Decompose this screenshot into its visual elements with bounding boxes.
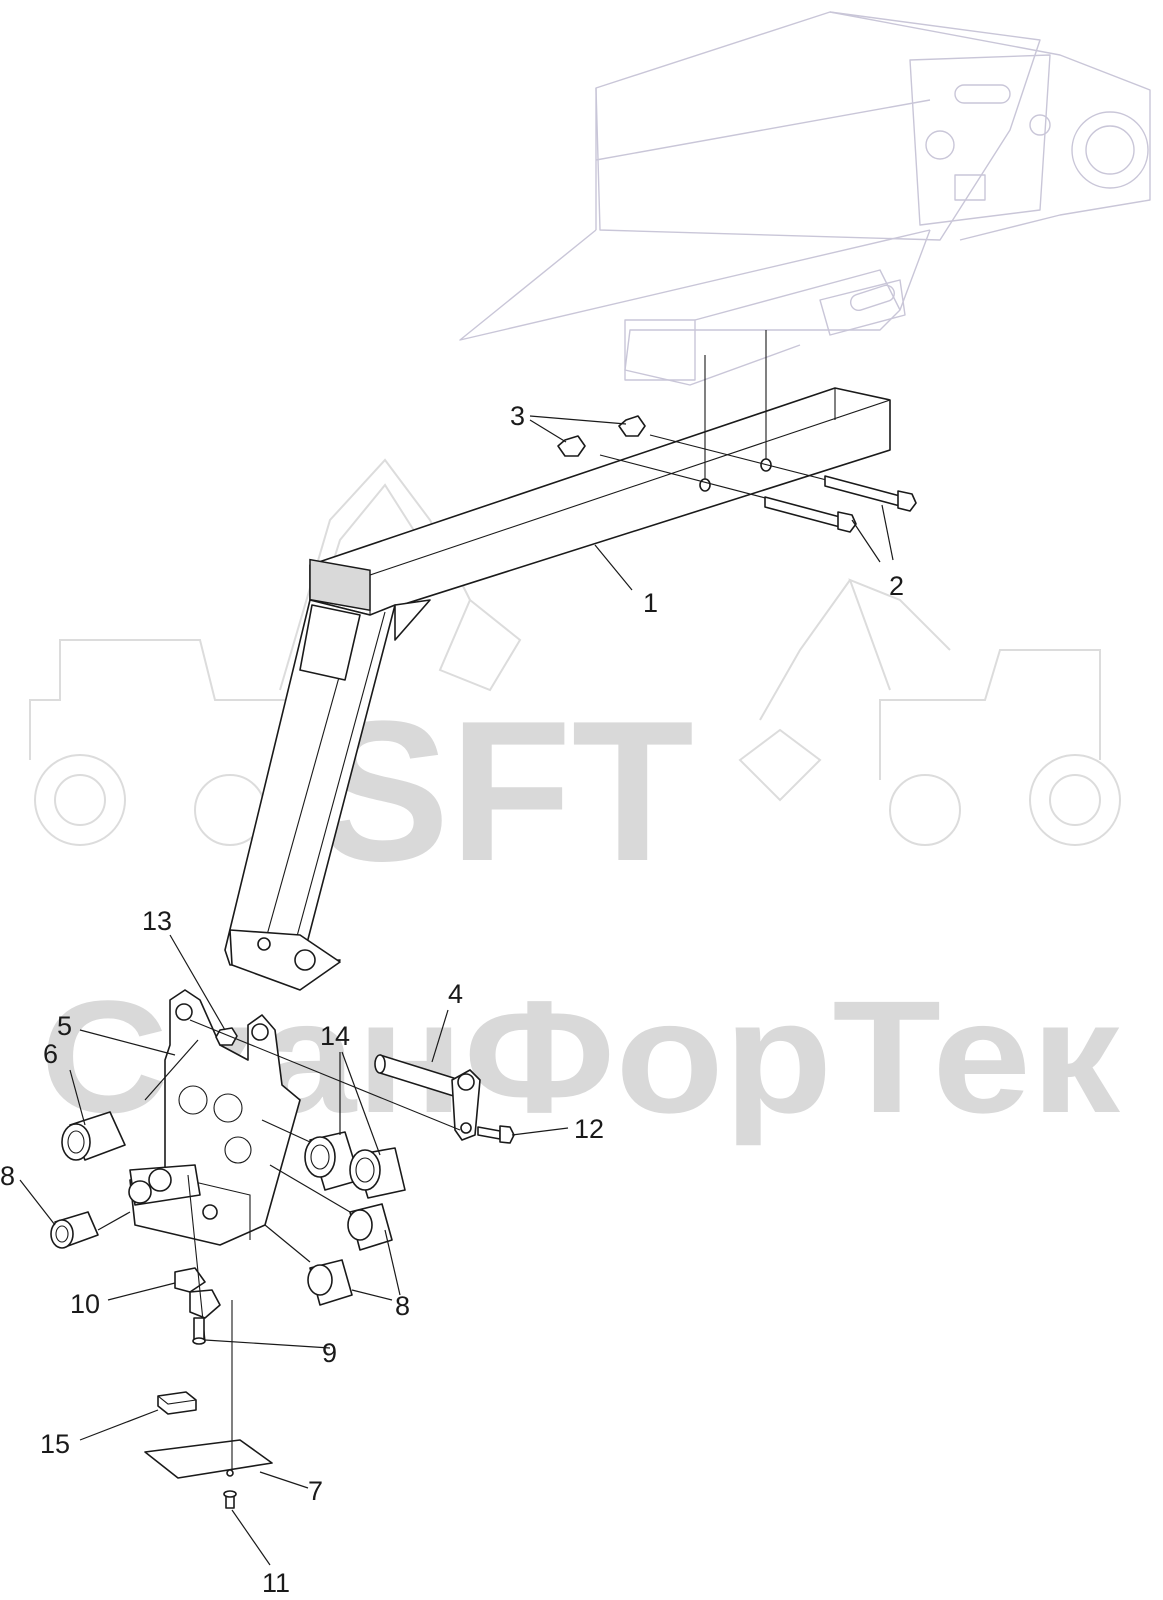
callout-5: 5: [57, 1011, 72, 1041]
clamps-10: [174, 1174, 221, 1341]
callout-4: 4: [448, 979, 463, 1009]
screw-9: [192, 1317, 206, 1345]
callout-12: 12: [574, 1114, 604, 1144]
nut-b: [618, 415, 646, 437]
callout-15: 15: [40, 1429, 70, 1459]
bolt-b: [824, 475, 917, 512]
callout-2: 2: [889, 571, 904, 601]
callout-11: 11: [262, 1568, 290, 1598]
assembly-axis: [189, 1019, 461, 1131]
pad-15: [157, 1391, 197, 1415]
fitting-8-left: [50, 1211, 99, 1249]
leader-lines: [19, 415, 894, 1566]
watermark-logo: SFT: [316, 680, 694, 903]
callout-8-right: 8: [395, 1291, 410, 1321]
bolt-12: [477, 1125, 515, 1144]
callout-10: 10: [70, 1289, 100, 1319]
callout-8-left: 8: [0, 1161, 15, 1191]
fitting-6: [61, 1111, 126, 1161]
callout-1: 1: [643, 588, 658, 618]
bolt-a: [764, 496, 857, 533]
callout-14: 14: [320, 1021, 350, 1051]
callout-3: 3: [510, 401, 525, 431]
fittings-14: [304, 1131, 406, 1199]
mounting-hardware: [557, 330, 917, 533]
pin: [374, 1054, 481, 1141]
plate-7: [144, 1300, 273, 1479]
screw-11: [223, 1490, 237, 1509]
callout-9: 9: [322, 1338, 337, 1368]
callout-13: 13: [142, 906, 172, 936]
boom-context-drawing: [459, 11, 1151, 386]
arm-frame: [224, 387, 891, 991]
callouts: 1 2 3 4 5 6 7 8 8 9 10 11 12 13 14 15: [0, 401, 904, 1598]
callout-7: 7: [308, 1476, 323, 1506]
callout-6: 6: [43, 1039, 58, 1069]
fittings-8-right: [307, 1203, 393, 1306]
